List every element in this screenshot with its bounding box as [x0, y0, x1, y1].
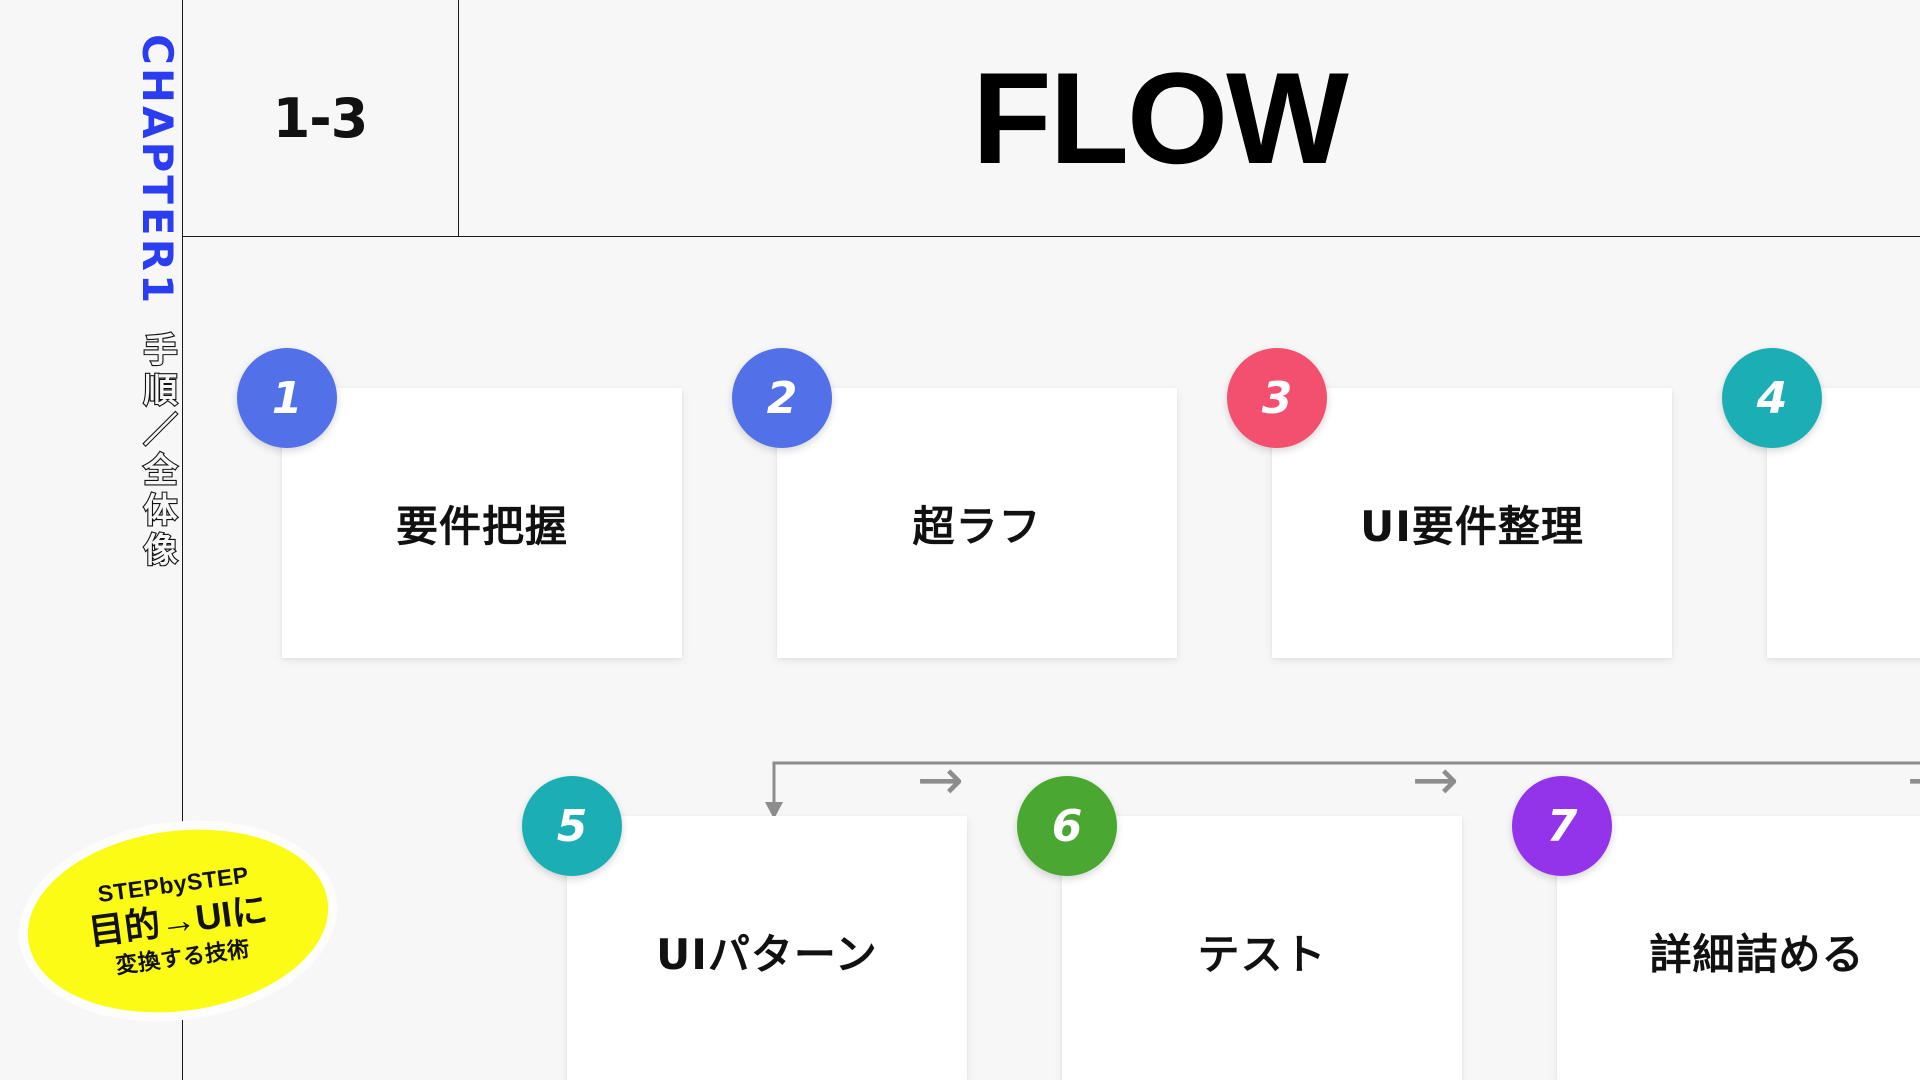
sidebar-subtitle: 手順／全体像 — [136, 331, 178, 573]
flow-arrow-1-2: → — [917, 748, 964, 813]
flow-card-5[interactable]: UIパターン — [567, 816, 967, 1080]
flow-card-1[interactable]: 要件把握 — [282, 388, 682, 658]
flow-card-6-label: テスト — [1197, 929, 1327, 979]
flow-step-badge-1-number: 1 — [271, 372, 303, 424]
flow-step-badge-2: 2 — [732, 348, 832, 448]
flow-arrow-3-4: → — [1907, 753, 1920, 809]
flow-step-badge-1: 1 — [237, 348, 337, 448]
header-column-divider — [458, 0, 459, 236]
flow-card-3-label: UI要件整理 — [1360, 501, 1584, 551]
section-number: 1-3 — [272, 86, 369, 150]
flow-card-7-label: 詳細詰める — [1649, 929, 1865, 979]
flow-step-badge-7: 7 — [1512, 776, 1612, 876]
flow-card-7[interactable]: 詳細詰める — [1557, 816, 1920, 1080]
flow-arrow-2-3: → — [1412, 748, 1459, 813]
flow-step-badge-5-number: 5 — [556, 800, 588, 852]
flow-step-badge-3-number: 3 — [1261, 372, 1293, 424]
header-bottom-divider — [182, 236, 1920, 237]
flow-card-6[interactable]: テスト — [1062, 816, 1462, 1080]
flow-card-2[interactable]: 超ラフ — [777, 388, 1177, 658]
flow-diagram: 要件把握 1 → 超ラフ 2 → UI要件整理 3 → 4 UIパターン — [182, 236, 1920, 1080]
sidebar: CHAPTER1 手順／全体像 STEPbySTEP 目的→UIに 変換する技術 — [0, 0, 350, 1080]
flow-card-1-label: 要件把握 — [395, 501, 568, 551]
flow-step-badge-6-number: 6 — [1051, 800, 1083, 852]
flow-step-badge-4-number: 4 — [1756, 372, 1788, 424]
flow-step-badge-6: 6 — [1017, 776, 1117, 876]
page-title: FLOW — [972, 45, 1349, 191]
flow-step-badge-4: 4 — [1722, 348, 1822, 448]
chapter-label: CHAPTER1 — [133, 33, 182, 307]
flow-card-2-label: 超ラフ — [912, 501, 1042, 551]
flow-step-badge-3: 3 — [1227, 348, 1327, 448]
flow-step-badge-2-number: 2 — [766, 372, 798, 424]
flow-step-badge-5: 5 — [522, 776, 622, 876]
sidebar-divider — [182, 0, 183, 1080]
flow-step-badge-7-number: 7 — [1546, 800, 1578, 852]
flow-card-3[interactable]: UI要件整理 — [1272, 388, 1672, 658]
flow-card-5-label: UIパターン — [656, 929, 878, 979]
